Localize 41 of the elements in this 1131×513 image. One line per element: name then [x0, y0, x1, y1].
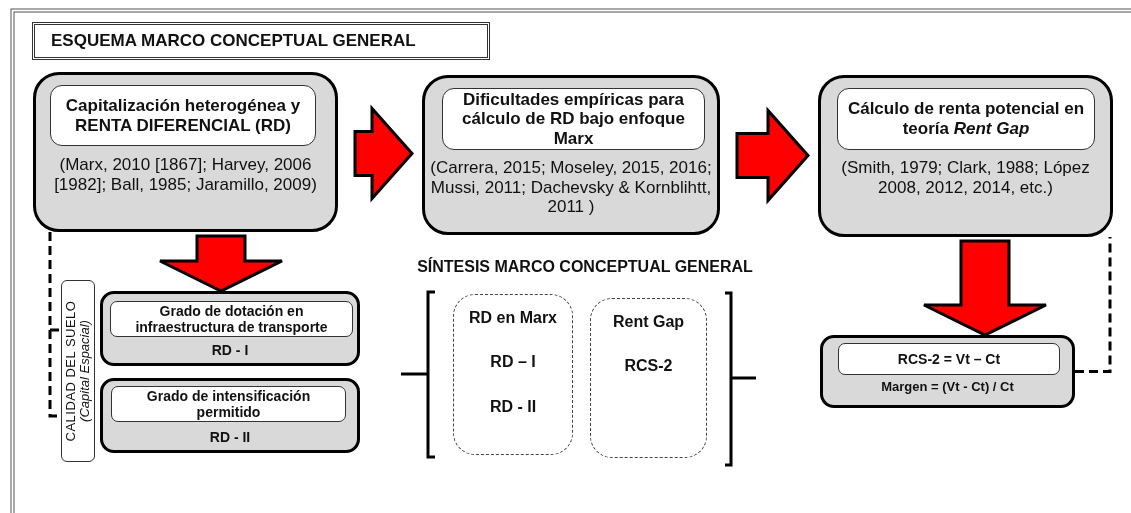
dashed-box: [453, 294, 573, 455]
rounded-box: [33, 72, 338, 232]
citation-text: RD - II: [208, 429, 252, 446]
rounded-box: [820, 335, 1075, 408]
box-text: RD en Marx: [468, 309, 558, 328]
vertical-label: CALIDAD DEL SUELO: [64, 300, 78, 442]
heading-box: [110, 301, 353, 337]
citation-text: (Carrera, 2015; Moseley, 2015, 2016; Mussi, 2011; Dachevsky & Kornblihtt, 2011 ): [429, 158, 713, 217]
citation-text: Margen = (Vt - Ct) / Ct: [880, 380, 1015, 395]
rounded-box: [100, 378, 360, 453]
heading-box: [111, 386, 346, 422]
box-text: Dificultades empíricas para cálculo de RD bajo enfoque Marx: [461, 89, 686, 149]
block-arrow: [735, 106, 810, 205]
box-text: RD - II: [488, 397, 538, 417]
heading-box: [442, 88, 705, 150]
heading-box: [838, 343, 1060, 375]
citation-text: (Smith, 1979; Clark, 1988; López 2008, 2012, 2014, etc.): [840, 158, 1091, 198]
section-heading: SÍNTESIS MARCO CONCEPTUAL GENERAL: [416, 258, 754, 276]
rounded-box: [100, 291, 360, 366]
citation-text: RD - I: [210, 342, 250, 359]
block-arrow: [922, 239, 1048, 337]
box-text: Cálculo de renta potencial en teoría Rent Gap: [846, 99, 1086, 139]
box-text: Grado de intensificación permitido: [145, 387, 312, 421]
citation-text: (Marx, 2010 [1867]; Harvey, 2006 [1982]; Ball, 1985; Jaramillo, 2009): [53, 155, 318, 195]
box-text: RCS-2: [623, 357, 674, 376]
heading-box: [837, 88, 1095, 150]
heading-box: [50, 85, 316, 146]
rounded-box: [422, 75, 720, 235]
block-arrow: [158, 234, 284, 293]
rounded-box: [818, 75, 1113, 237]
dashed-box: [590, 298, 707, 458]
vertical-label-box: [61, 280, 95, 462]
box-text: Capitalización heterogénea y RENTA DIFERENCIAL (RD): [64, 95, 302, 136]
block-arrow: [353, 104, 414, 203]
title-box: ESQUEMA MARCO CONCEPTUAL GENERAL: [32, 22, 490, 60]
box-text: Grado de dotación en infraestructura de transporte: [134, 302, 329, 336]
box-text: RCS-2 = Vt – Ct: [896, 350, 1002, 368]
dashed-connector: [1075, 237, 1112, 373]
box-text: Rent Gap: [611, 313, 686, 332]
vertical-label: (Capital Espacial): [78, 320, 92, 422]
box-text: RD – I: [489, 353, 537, 372]
